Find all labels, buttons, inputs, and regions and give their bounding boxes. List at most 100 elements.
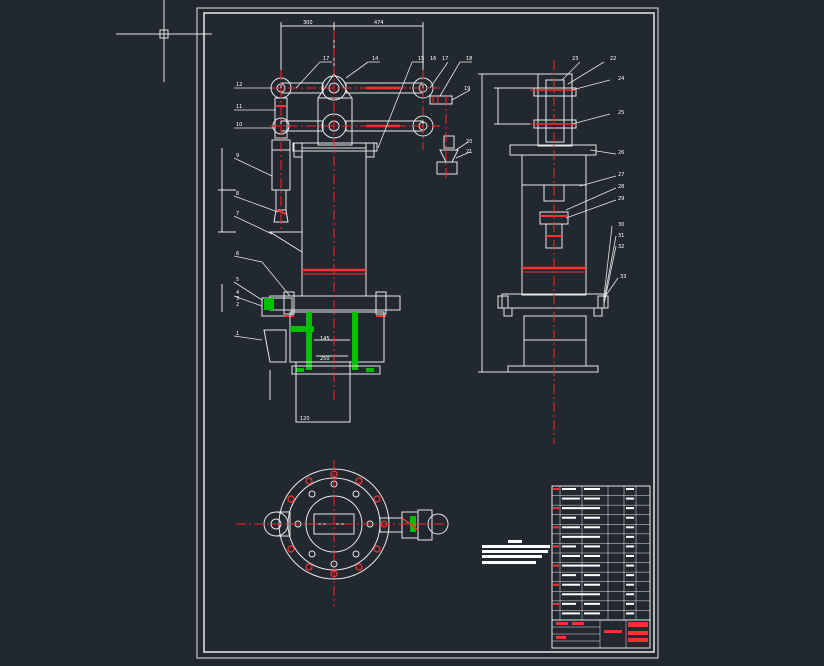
callout-30: 30 (618, 222, 624, 228)
parts-cell-text (584, 583, 600, 586)
parts-cell-mark (553, 526, 559, 529)
front-view-centerlines (270, 30, 447, 400)
callout-33: 33 (620, 274, 626, 280)
callout-22: 22 (610, 56, 616, 62)
parts-cell-text (562, 583, 580, 586)
callout-29: 29 (618, 196, 624, 202)
parts-cell-text (584, 497, 600, 500)
parts-cell-text (562, 497, 580, 500)
parts-cell-text (562, 507, 584, 510)
side-callout-leaders (561, 61, 619, 305)
parts-cell-text (562, 516, 576, 519)
parts-cell-text (626, 545, 634, 548)
dim-250: 250 (320, 356, 330, 362)
parts-cell-text (562, 612, 580, 615)
parts-cell-text (626, 535, 634, 538)
parts-cell-mark (553, 583, 559, 586)
parts-cell-text (584, 602, 600, 605)
parts-cell-text (584, 507, 600, 510)
parts-cell-mark (553, 507, 559, 510)
parts-cell-text (584, 564, 600, 567)
front-callout-numbers: 17 14 15 16 17 18 12 11 10 9 8 7 6 5 4 3… (236, 56, 472, 422)
top-view-centerlines (236, 460, 448, 606)
parts-cell-text (562, 564, 584, 567)
parts-cell-text (626, 497, 634, 500)
callout-27: 27 (618, 172, 624, 178)
callout-31: 31 (618, 233, 624, 239)
callout-9: 9 (236, 153, 239, 159)
callout-4: 4 (236, 290, 239, 296)
callout-23: 23 (572, 56, 578, 62)
callout-1: 1 (236, 331, 239, 337)
callout-15: 15 (418, 56, 424, 62)
dim-474: 474 (374, 20, 384, 26)
parts-cell-text (626, 593, 634, 596)
technical-notes (482, 540, 550, 564)
front-callouts (233, 61, 472, 341)
callout-11: 11 (236, 104, 242, 110)
parts-cell-text (562, 574, 576, 577)
title-block (551, 619, 651, 649)
callout-12: 12 (236, 82, 242, 88)
dim-300: 300 (303, 20, 313, 26)
parts-cell-text (562, 555, 580, 557)
parts-cell-text (626, 526, 634, 529)
front-top-dimensions: 300 474 (303, 20, 384, 26)
dim-145: 145 (320, 336, 330, 342)
parts-cell-text (626, 602, 634, 605)
parts-cell-text (584, 526, 600, 529)
callout-17b: 17 (442, 56, 448, 62)
parts-cell-text (584, 545, 600, 548)
sheet-border (196, 7, 659, 659)
callout-16: 16 (430, 56, 436, 62)
parts-cell-text (626, 516, 634, 519)
parts-cell-text (562, 488, 576, 490)
callout-6: 6 (236, 251, 239, 257)
parts-cell-text (626, 564, 634, 567)
parts-cell-text (584, 535, 600, 538)
callout-5: 5 (236, 277, 239, 283)
callout-14: 14 (372, 56, 378, 62)
side-view (478, 73, 609, 373)
parts-cell-text (626, 612, 634, 615)
parts-cell-text (584, 612, 600, 615)
parts-cell-mark (553, 545, 559, 548)
parts-cell-text (562, 545, 576, 548)
callout-25: 25 (618, 110, 624, 116)
callout-8: 8 (236, 191, 239, 197)
top-view-inner-holes (294, 480, 374, 568)
dim-120: 120 (300, 416, 310, 422)
callout-28: 28 (618, 184, 624, 190)
parts-cell-text (584, 593, 600, 596)
parts-cell-text (562, 535, 584, 538)
side-callout-numbers: 23 22 24 25 26 27 28 29 30 31 32 33 (572, 56, 626, 280)
parts-cell-text (626, 507, 634, 510)
parts-cell-mark (553, 488, 559, 490)
parts-cell-text (562, 602, 576, 605)
parts-cell-text (626, 574, 634, 577)
parts-cell-mark (553, 602, 559, 605)
callout-10: 10 (236, 122, 242, 128)
callout-20: 20 (466, 139, 472, 145)
crosshair-cursor (116, 0, 212, 82)
callout-2: 2 (236, 302, 239, 308)
callout-21: 21 (466, 149, 472, 155)
callout-26: 26 (618, 150, 624, 156)
callout-19: 19 (464, 86, 470, 92)
parts-cell-text (584, 555, 600, 557)
parts-cell-text (584, 488, 600, 490)
callout-7: 7 (236, 211, 239, 217)
parts-cell-text (626, 555, 634, 557)
parts-cell-text (584, 516, 600, 519)
callout-32: 32 (618, 244, 624, 250)
side-view-centerlines (530, 60, 580, 444)
parts-cell-text (626, 488, 634, 490)
parts-cell-text (562, 593, 584, 596)
parts-list (551, 485, 651, 621)
callout-3: 3 (236, 296, 239, 302)
parts-cell-text (626, 583, 634, 586)
callout-17a: 17 (323, 56, 329, 62)
parts-cell-text (562, 526, 580, 529)
